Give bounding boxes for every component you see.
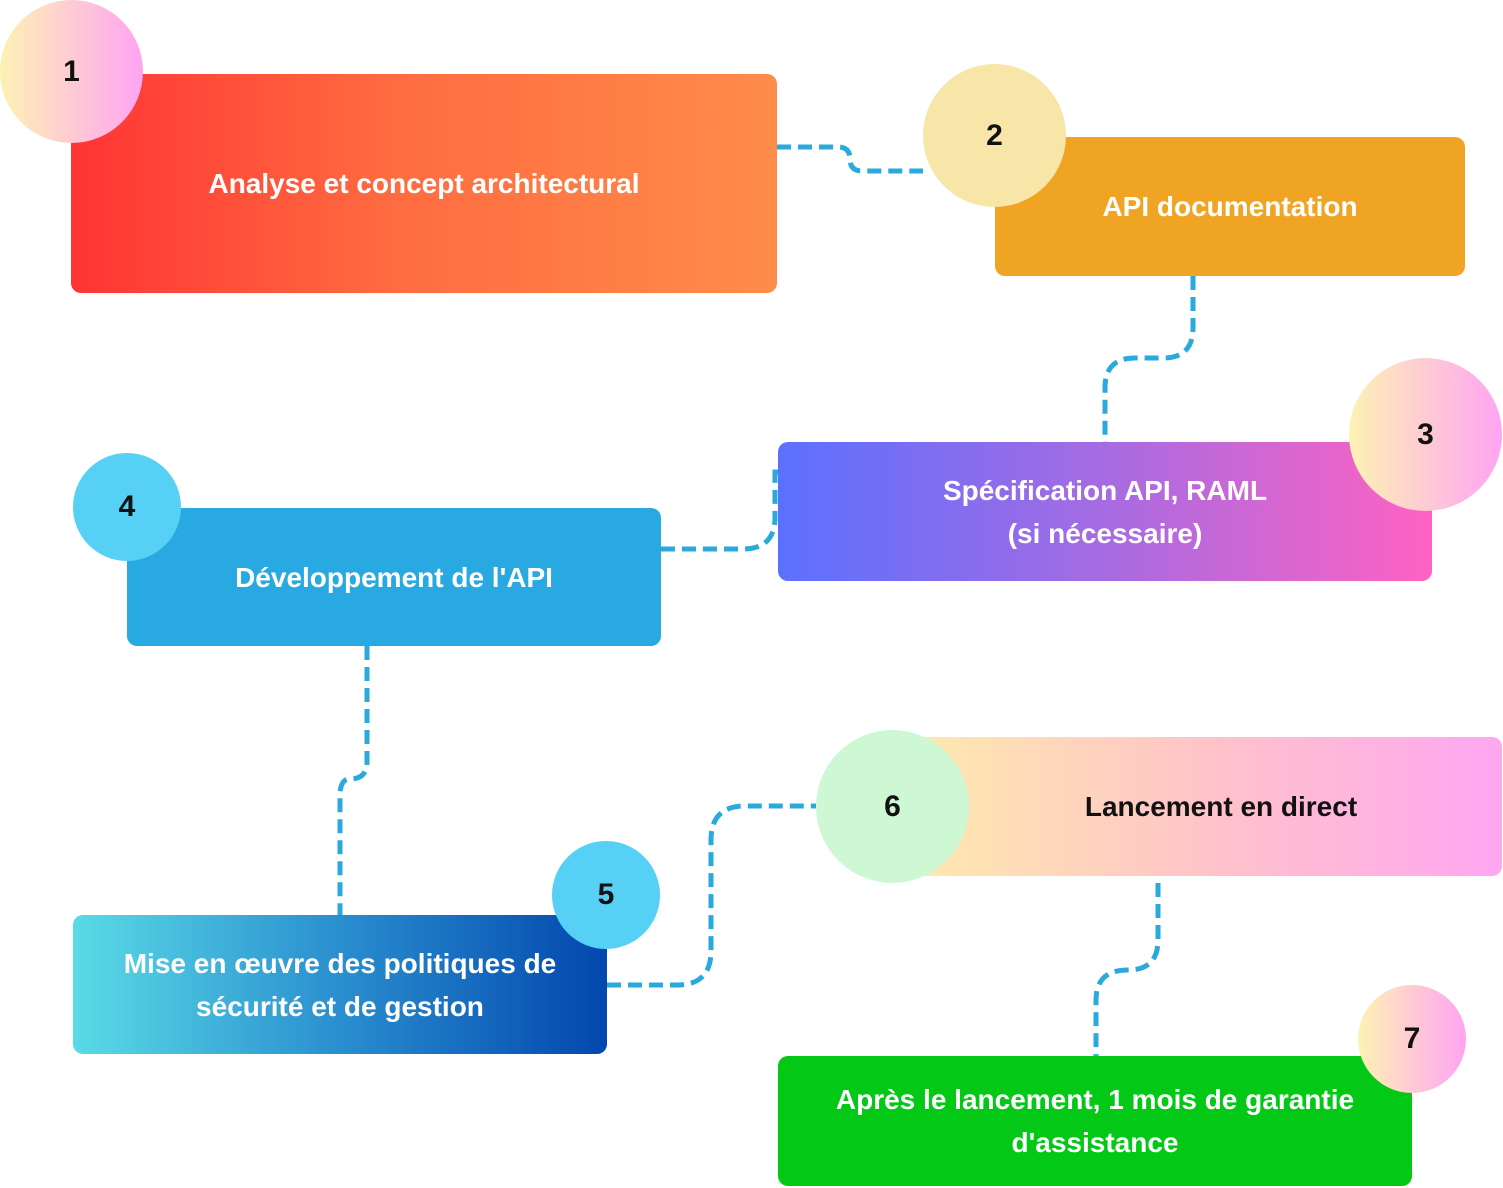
step-3-box: Spécification API, RAML (si nécessaire) [778,442,1432,581]
connector-3-4 [661,469,778,552]
step-5-badge: 5 [552,841,660,949]
step-1-label: Analyse et concept architectural [208,168,640,199]
step-4-box: Développement de l'API [127,508,661,646]
connector-1-2 [777,144,923,174]
step-2-label: API documentation [1102,191,1358,222]
step-7-label: Après le lancement, 1 mois de garantie d… [835,1084,1355,1158]
step-5-label: Mise en œuvre des politiques de sécurité… [123,947,557,1022]
step-7-badge: 7 [1358,985,1466,1093]
step-2-box: API documentation [995,137,1465,276]
connector-2-3 [1102,276,1196,442]
step-5-box: Mise en œuvre des politiques de sécurité… [73,915,607,1054]
step-7-box: Après le lancement, 1 mois de garantie d… [778,1056,1412,1186]
step-3-label: Spécification API, RAML (si nécessaire) [942,474,1268,549]
step-6-box: Lancement en direct [900,737,1502,876]
step-3-badge: 3 [1349,358,1502,511]
connector-6-7 [1093,883,1161,1056]
step-1-box: Analyse et concept architectural [71,74,777,293]
step-6-label: Lancement en direct [1084,791,1358,822]
step-4-badge: 4 [73,453,181,561]
connector-5-6 [607,803,816,988]
step-6-badge: 6 [816,730,969,883]
step-2-badge: 2 [923,64,1066,207]
step-1-badge: 1 [0,0,143,143]
connector-4-5 [337,646,370,915]
step-4-label: Développement de l'API [235,561,553,593]
